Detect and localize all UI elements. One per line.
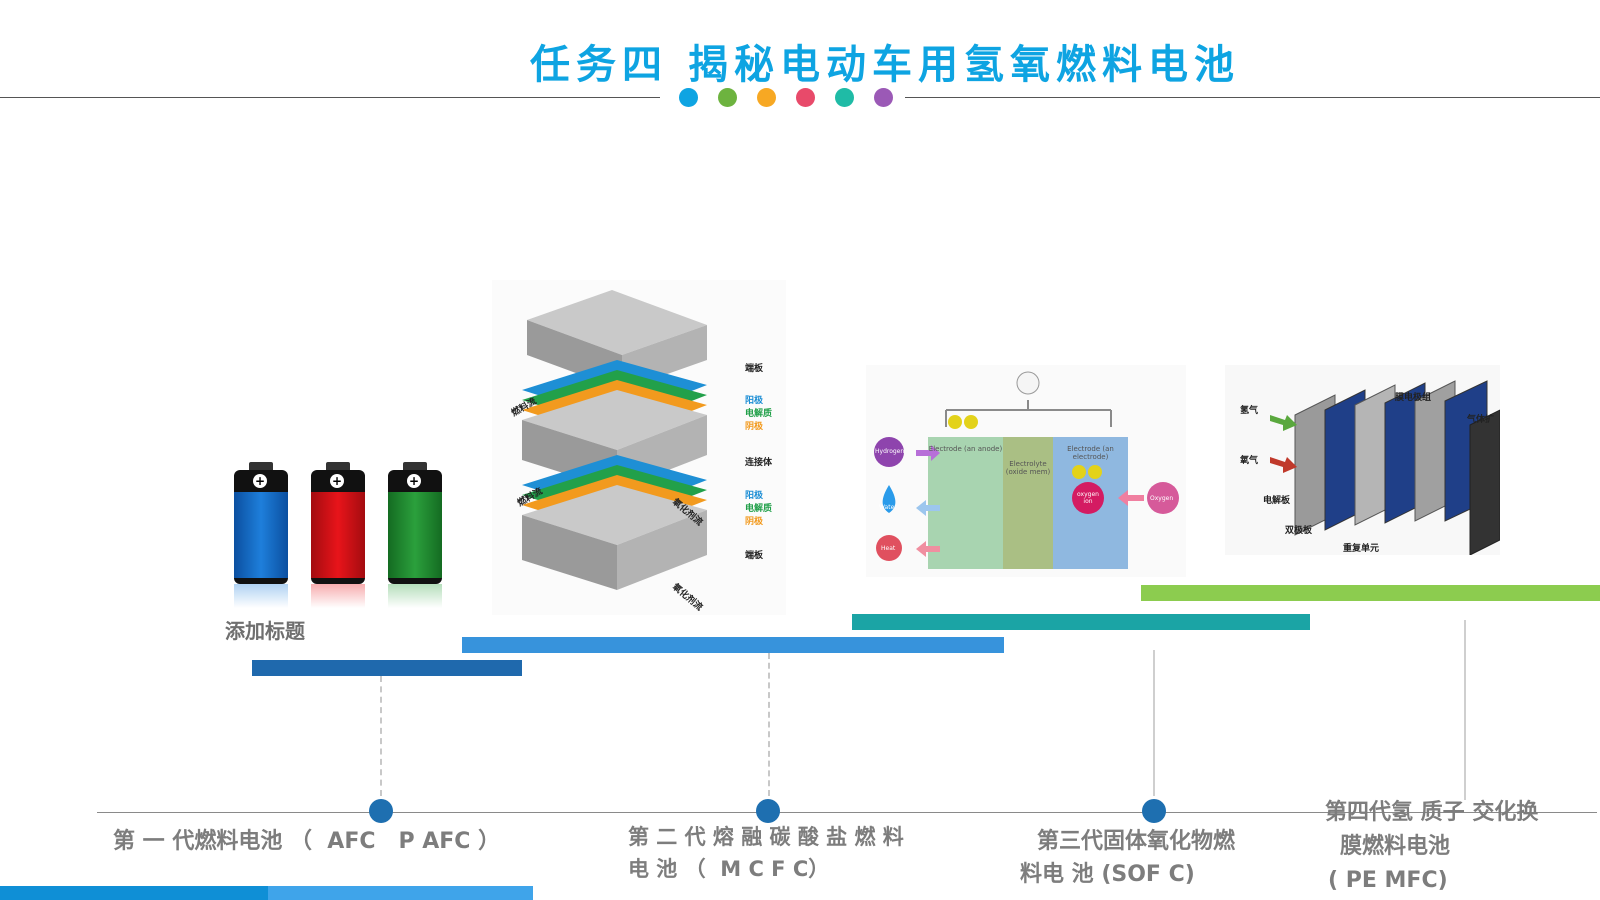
gen2-label-line2: 电 池 （ M C F C）	[628, 857, 830, 881]
gen3-label-line1: 第三代固体氧化物燃	[1037, 829, 1236, 854]
timeline-axis	[97, 812, 1597, 813]
red-battery-icon: +	[311, 462, 365, 608]
sofc-water-label: Water	[879, 504, 897, 511]
mcfc-label-5: 连接体	[745, 458, 773, 468]
gen1-node[interactable]	[369, 799, 393, 823]
pem-label-7: 重复单元	[1343, 544, 1380, 554]
sofc-diagram-image: Electrode (an anode) Electrolyte (oxide …	[866, 365, 1186, 577]
sofc-electrolyte-header: Electrolyte (oxide mem)	[1005, 460, 1051, 476]
pem-label-3: 电解板	[1263, 496, 1291, 506]
mcfc-label-9: 端板	[745, 551, 764, 561]
mcfc-label-2: 阳极	[745, 396, 764, 406]
title-dot	[796, 88, 815, 107]
sofc-cathode-header: Electrode (an electrode)	[1067, 445, 1114, 461]
pem-label-2: 氧气	[1240, 456, 1259, 466]
mcfc-label-3: 电解质	[745, 409, 773, 419]
mcfc-label-7: 电解质	[745, 504, 773, 514]
gen2-bar	[462, 637, 1004, 653]
title-dot	[718, 88, 737, 107]
footer-bar-dark	[0, 886, 268, 900]
green-battery-icon: +	[388, 462, 442, 608]
gen2-connector	[768, 653, 770, 796]
title-divider-right	[905, 97, 1600, 98]
sofc-hydrogen-label: Hydrogen	[875, 448, 905, 455]
mcfc-label-8: 阴极	[745, 517, 764, 527]
gen3-bar	[852, 614, 1310, 630]
gen3-node[interactable]	[1142, 799, 1166, 823]
title-divider-left	[0, 97, 660, 98]
mcfc-label-1: 端板	[745, 364, 764, 374]
pem-label-4: 双极板	[1285, 526, 1313, 536]
pemfc-diagram-image: 氢气 氧气 电解板 双极板 膜电极组 气体扩 重复单元	[1225, 365, 1501, 556]
title-dot	[679, 88, 698, 107]
title-dot	[757, 88, 776, 107]
sofc-oxygen-label: Oxygen	[1150, 495, 1174, 502]
sofc-anode-header: Electrode (an anode)	[928, 445, 1003, 453]
gen4-label-line3: ( PE MFC)	[1328, 868, 1448, 893]
add-title-label[interactable]: 添加标题	[225, 619, 305, 643]
mcfc-stack-image: 端板 阳极 电解质 阴极 连接体 阳极 电解质 阴极 端板 燃料流 燃料流 氧化…	[492, 280, 786, 615]
slide-title: 任务四 揭秘电动车用氢氧燃料电池	[530, 42, 1240, 88]
gen1-bar	[252, 660, 522, 676]
pem-label-1: 氢气	[1240, 406, 1259, 416]
gen3-connector	[1153, 650, 1155, 796]
sofc-oxygen-ion-label: oxygen ion	[1077, 491, 1099, 505]
mcfc-label-4: 阴极	[745, 422, 764, 432]
title-dot	[835, 88, 854, 107]
gen4-label-line2: 膜燃料电池	[1340, 834, 1451, 859]
mcfc-label-6: 阳极	[745, 491, 764, 501]
gen4-bar	[1141, 585, 1600, 601]
title-dot	[874, 88, 893, 107]
pem-label-6: 气体扩	[1467, 415, 1495, 425]
gen2-node[interactable]	[756, 799, 780, 823]
gen4-connector	[1464, 620, 1466, 800]
gen1-connector	[380, 676, 382, 796]
gen2-label-line1: 第 二 代 熔 融 碳 酸 盐 燃 料	[628, 825, 904, 849]
gen4-label-line1: 第四代氢 质子 交化换	[1325, 800, 1539, 825]
gen1-label: 第 一 代燃料电池 （ AFC P AFC ）	[113, 829, 501, 854]
pem-label-5: 膜电极组	[1395, 393, 1432, 403]
blue-battery-icon: +	[234, 462, 288, 608]
sofc-heat-label: Heat	[881, 545, 896, 552]
gen3-label-line2: 料电 池 (SOF C)	[1020, 862, 1195, 887]
footer-bar-light	[268, 886, 533, 900]
